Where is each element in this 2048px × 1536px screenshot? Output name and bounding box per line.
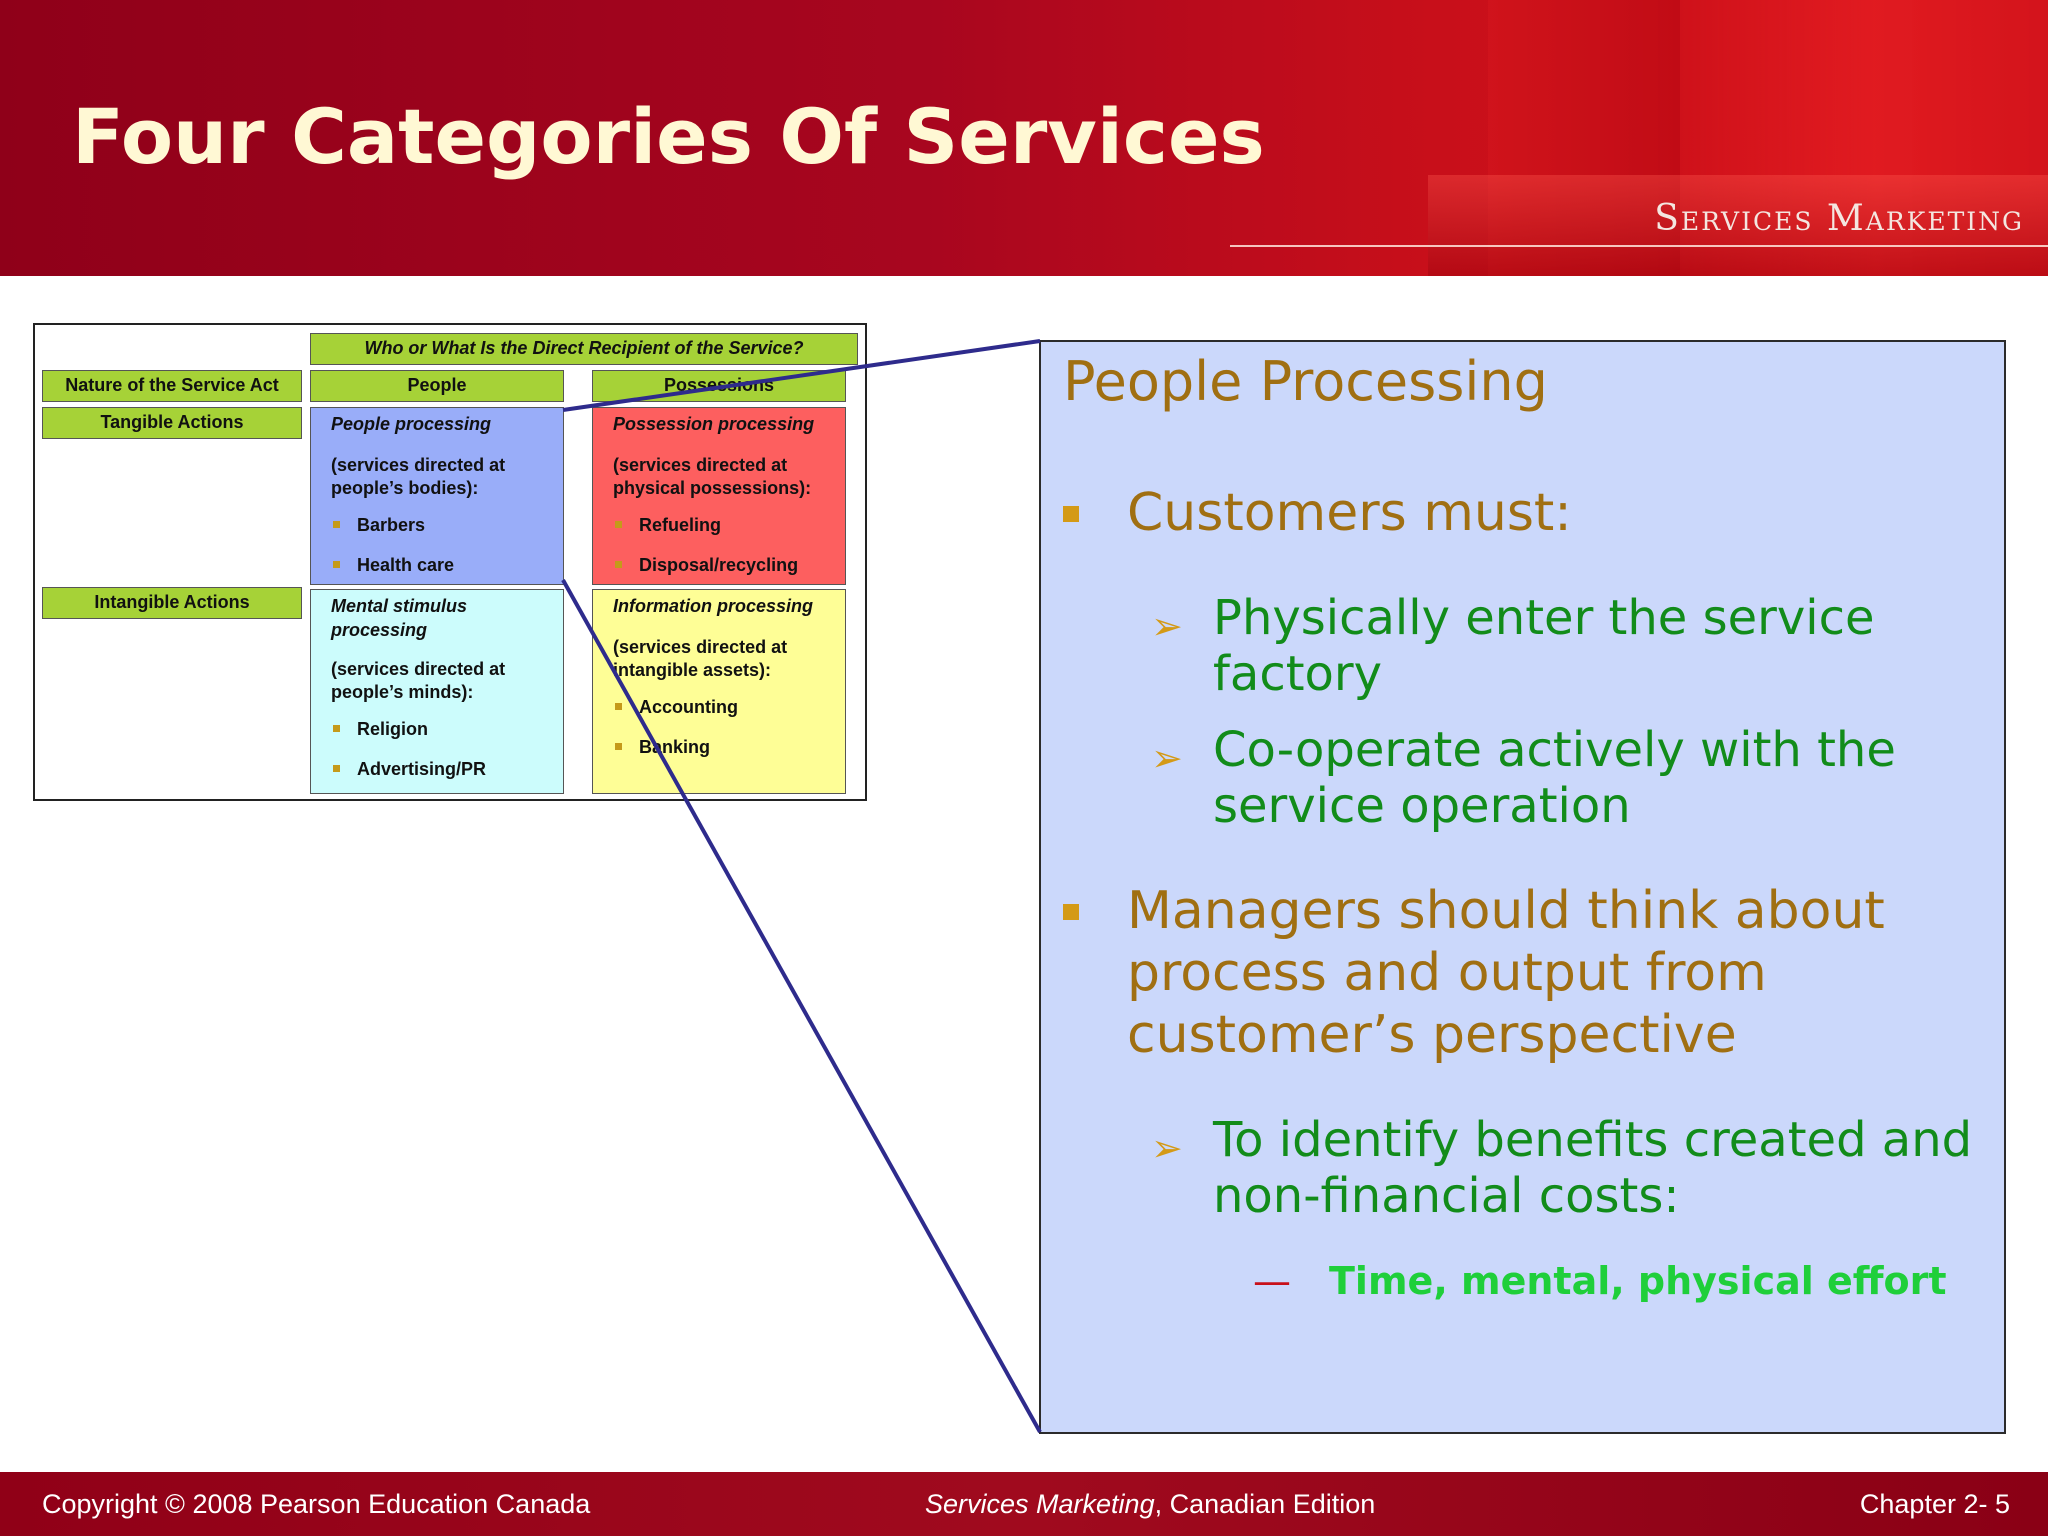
bullet-square-icon	[615, 521, 622, 528]
cell-description: (services directed at intangible assets)…	[613, 637, 788, 680]
bullet-square-icon	[1063, 506, 1079, 522]
bullet-square-icon	[333, 765, 340, 772]
cell-description: (services directed at people’s minds):	[331, 659, 506, 702]
arrow-bullet-icon: ➢	[1151, 736, 1183, 780]
list-item: Banking	[613, 736, 827, 758]
brand-logo-text: Services Marketing	[1654, 198, 2024, 239]
slide-header: Four Categories Of Services Services Mar…	[0, 0, 2048, 276]
people-processing-callout: People Processing Customers must: ➢ Phys…	[1039, 340, 2006, 1434]
footer-chapter: Chapter 2- 5	[1859, 1489, 2010, 1519]
row-header-intangible: Intangible Actions	[42, 587, 302, 619]
recipient-header: Who or What Is the Direct Recipient of t…	[310, 333, 858, 365]
callout-title: People Processing	[1063, 350, 1548, 413]
cell-title: Mental stimulus processing	[331, 596, 468, 640]
header-photo	[1488, 0, 2048, 276]
cell-description: (services directed at physical possessio…	[613, 455, 812, 498]
bullet-managers-think: Managers should think about process and …	[1063, 880, 1927, 1066]
arrow-bullet-icon: ➢	[1151, 1126, 1183, 1170]
bullet-square-icon	[333, 561, 340, 568]
bullet-square-icon	[615, 561, 622, 568]
cell-people-processing: People processing (services directed at …	[310, 407, 564, 585]
bullet-square-icon	[615, 703, 622, 710]
sub-bullet-identify-benefits: ➢ To identify benefits created and non-f…	[1151, 1112, 1973, 1224]
footer-book-title: Services Marketing, Canadian Edition	[925, 1489, 1376, 1519]
list-item: Advertising/PR	[331, 758, 545, 780]
bullet-customers-must: Customers must:	[1063, 482, 1927, 544]
cell-description: (services directed at people’s bodies):	[331, 455, 506, 498]
header-photo-desk	[1428, 175, 2048, 276]
brand-rule	[1230, 245, 2048, 247]
cell-possession-processing: Possession processing (services directed…	[592, 407, 846, 585]
cell-mental-stimulus-processing: Mental stimulus processing (services dir…	[310, 589, 564, 794]
sub-bullet-enter-factory: ➢ Physically enter the service factory	[1151, 590, 1875, 702]
list-item: Accounting	[613, 696, 827, 718]
sub-sub-bullet-effort: — Time, mental, physical effort	[1253, 1259, 1947, 1303]
bullet-square-icon	[1063, 904, 1079, 920]
cell-title: Possession processing	[613, 414, 815, 434]
list-item: Health care	[331, 554, 545, 576]
nature-header: Nature of the Service Act	[42, 370, 302, 402]
list-item: Religion	[331, 718, 545, 740]
dash-bullet-icon: —	[1253, 1259, 1291, 1303]
sub-bullet-cooperate: ➢ Co-operate actively with the service o…	[1151, 722, 1896, 834]
bullet-square-icon	[333, 725, 340, 732]
cell-title: Information processing	[613, 596, 814, 616]
cell-title: People processing	[331, 414, 492, 434]
column-header-people: People	[310, 370, 564, 402]
slide-footer: Copyright © 2008 Pearson Education Canad…	[0, 1472, 2048, 1536]
list-item: Disposal/recycling	[613, 554, 827, 576]
list-item: Barbers	[331, 514, 545, 536]
slide-title: Four Categories Of Services	[72, 92, 1265, 181]
arrow-bullet-icon: ➢	[1151, 604, 1183, 648]
cell-information-processing: Information processing (services directe…	[592, 589, 846, 794]
list-item: Refueling	[613, 514, 827, 536]
row-header-tangible: Tangible Actions	[42, 407, 302, 439]
bullet-square-icon	[333, 521, 340, 528]
footer-copyright: Copyright © 2008 Pearson Education Canad…	[42, 1489, 591, 1519]
column-header-possessions: Possessions	[592, 370, 846, 402]
bullet-square-icon	[615, 743, 622, 750]
service-categories-matrix: Who or What Is the Direct Recipient of t…	[33, 323, 867, 801]
